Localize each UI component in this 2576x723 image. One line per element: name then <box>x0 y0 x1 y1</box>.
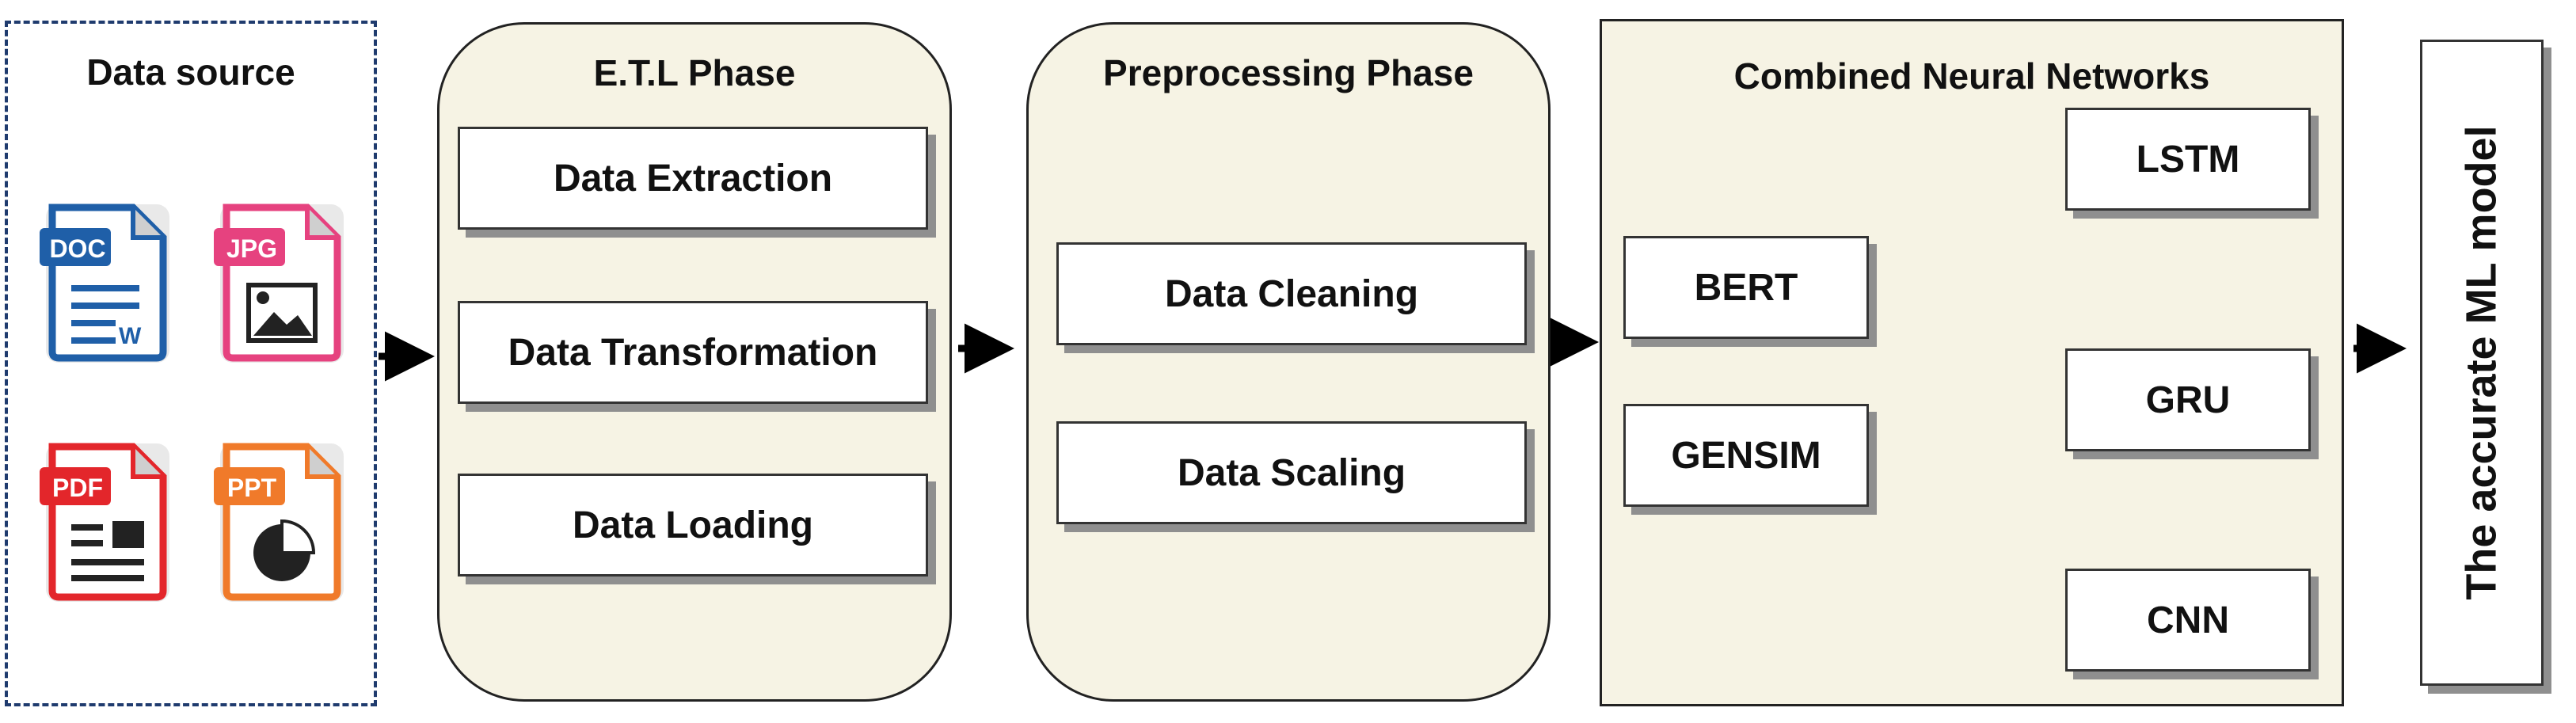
etl-phase-title: E.T.L Phase <box>593 52 796 93</box>
step-data-loading: Data Loading <box>458 474 928 576</box>
output-model-box: The accurate ML model <box>2420 40 2544 686</box>
model-cnn: CNN <box>2065 569 2311 672</box>
step-data-transformation: Data Transformation <box>458 301 928 404</box>
jpg-file-label: JPG <box>226 234 278 263</box>
jpg-file-icon <box>214 204 344 363</box>
jpg-file-card: JPG <box>211 196 353 371</box>
step-data-scaling: Data Scaling <box>1056 421 1527 524</box>
step-data-extraction: Data Extraction <box>458 127 928 230</box>
doc-file-label: DOC <box>49 234 106 263</box>
input-bert: BERT <box>1623 236 1869 339</box>
pdf-file-card: PDF <box>36 436 179 610</box>
data-source-title: Data source <box>86 51 295 93</box>
neural-networks-title: Combined Neural Networks <box>1733 55 2210 97</box>
ppt-file-card: PPT <box>211 436 353 610</box>
model-gru: GRU <box>2065 348 2311 451</box>
preprocessing-phase-title: Preprocessing Phase <box>1103 52 1474 93</box>
ppt-file-label: PPT <box>226 474 277 502</box>
preprocessing-phase-panel: Preprocessing Phase <box>1026 22 1551 702</box>
step-data-cleaning: Data Cleaning <box>1056 242 1527 345</box>
data-source-panel: Data source DOC W JPG <box>5 21 377 706</box>
pdf-file-label: PDF <box>52 474 103 502</box>
input-gensim: GENSIM <box>1623 404 1869 507</box>
model-lstm: LSTM <box>2065 108 2311 211</box>
doc-file-badge: W <box>119 323 142 349</box>
doc-file-icon <box>40 204 169 363</box>
pdf-file-icon <box>40 443 169 602</box>
output-model-label: The accurate ML model <box>2458 125 2506 600</box>
ppt-file-icon <box>214 443 344 602</box>
doc-file-card: DOC W <box>36 196 179 371</box>
